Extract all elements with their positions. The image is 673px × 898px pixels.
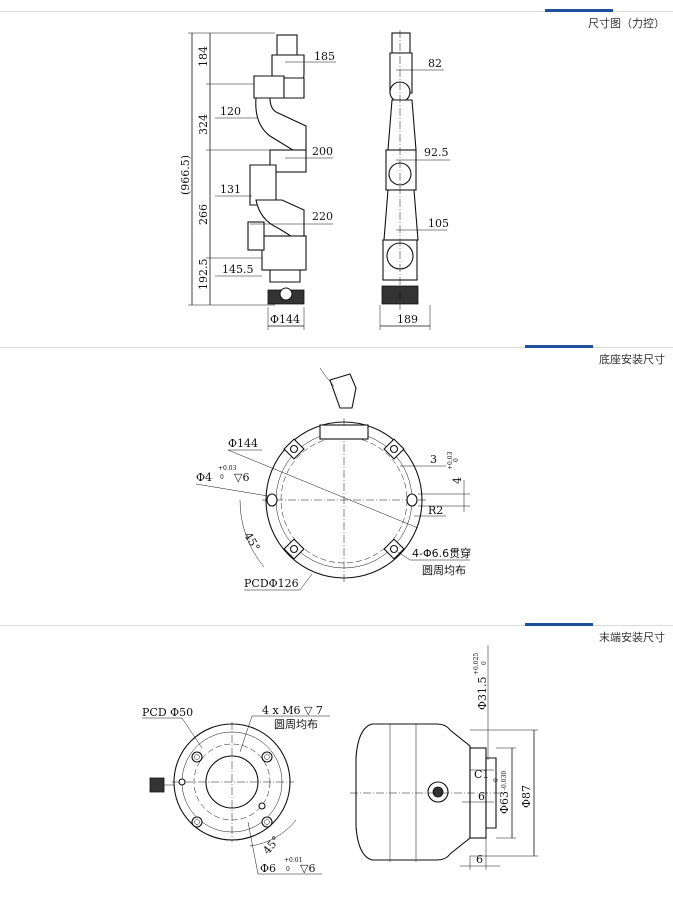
holes-note: 圆周均布 — [422, 564, 466, 577]
end-spigot-tol-lower: -0.030 — [501, 771, 508, 790]
end-bottom-depth: 6 — [476, 853, 483, 866]
dim-120: 120 — [220, 105, 241, 118]
dim-185: 185 — [314, 50, 335, 63]
section-divider-1 — [0, 11, 673, 12]
end-mount-front: PCD Φ50 4 x M6 ▽ 7 圆周均布 45° Φ6 +0.01 0 ▽… — [142, 704, 330, 875]
end-shaft-tol-upper: +0.025 — [473, 653, 480, 675]
end-angle: 45° — [260, 834, 282, 857]
section-title-base-mount: 底座安装尺寸 — [599, 353, 665, 366]
section-divider-3 — [0, 625, 673, 626]
dim-92-5: 92.5 — [424, 146, 449, 159]
side-view: 82 92.5 105 189 — [379, 30, 450, 330]
dim-145-5: 145.5 — [222, 263, 254, 276]
dim-base-diameter: Φ144 — [270, 313, 300, 326]
end-threads: 4 x M6 ▽ 7 — [262, 704, 323, 717]
slot-tol-lower: 0 — [453, 458, 460, 462]
dim-220: 220 — [312, 210, 333, 223]
dim-184: 184 — [197, 46, 210, 67]
slot-tol-upper: +0.03 — [447, 451, 454, 470]
pin-tol-lower: 0 — [220, 474, 224, 481]
dim-966: (966.5) — [179, 155, 192, 195]
section-accent-2 — [525, 345, 593, 348]
end-pin-tol-lower: 0 — [286, 866, 290, 873]
end-depth: 6 — [478, 790, 485, 803]
dim-base-outer: Φ144 — [228, 437, 258, 450]
end-pin-hole: Φ6 — [260, 862, 276, 875]
radius-label: R2 — [428, 504, 443, 517]
end-shaft-tol-lower: 0 — [481, 661, 488, 665]
holes-label: 4-Φ6.6贯穿 — [412, 546, 471, 560]
end-shaft: Φ31.5 — [476, 676, 489, 710]
end-pcd: PCD Φ50 — [142, 706, 193, 719]
end-flange: Φ87 — [520, 785, 533, 808]
dim-105: 105 — [428, 217, 449, 230]
end-pin-depth: ▽6 — [300, 862, 315, 875]
end-chamfer: C1 — [474, 768, 489, 781]
section-accent-1 — [545, 9, 613, 12]
front-view: 184 324 (966.5) 266 192.5 185 120 200 13… — [179, 32, 336, 330]
pin-tol-upper: +0.03 — [218, 465, 237, 472]
section-title-end-mount: 末端安装尺寸 — [599, 631, 665, 644]
end-spigot-tol-upper: 0 — [493, 778, 500, 782]
pin-hole-label: Φ4 — [196, 471, 212, 484]
end-spigot: Φ63 — [498, 791, 511, 814]
dim-324: 324 — [197, 114, 210, 135]
section-title-dimensions: 尺寸图（力控） — [588, 17, 665, 30]
dim-192: 192.5 — [197, 259, 210, 291]
slot-depth: 4 — [451, 477, 464, 484]
dim-189: 189 — [397, 313, 418, 326]
dim-82: 82 — [428, 57, 442, 70]
section-accent-3 — [525, 623, 593, 626]
slot-width: 3 — [430, 453, 437, 466]
section-divider-2 — [0, 347, 673, 348]
end-pin-tol-upper: +0.01 — [284, 857, 302, 864]
pin-depth-label: ▽6 — [234, 471, 249, 484]
end-threads-note: 圆周均布 — [274, 718, 318, 731]
dim-131: 131 — [220, 183, 241, 196]
dim-266: 266 — [197, 204, 210, 225]
base-mount-view: Φ144 Φ4 +0.03 0 ▽6 3 4 +0.03 0 R2 45° 4-… — [195, 367, 471, 591]
dim-200: 200 — [312, 145, 333, 158]
base-angle: 45° — [241, 530, 262, 553]
end-mount-side: Φ31.5 +0.025 0 C1 6 Φ63 0 -0.030 Φ87 6 — [350, 645, 538, 870]
base-pcd: PCDΦ126 — [244, 577, 299, 590]
